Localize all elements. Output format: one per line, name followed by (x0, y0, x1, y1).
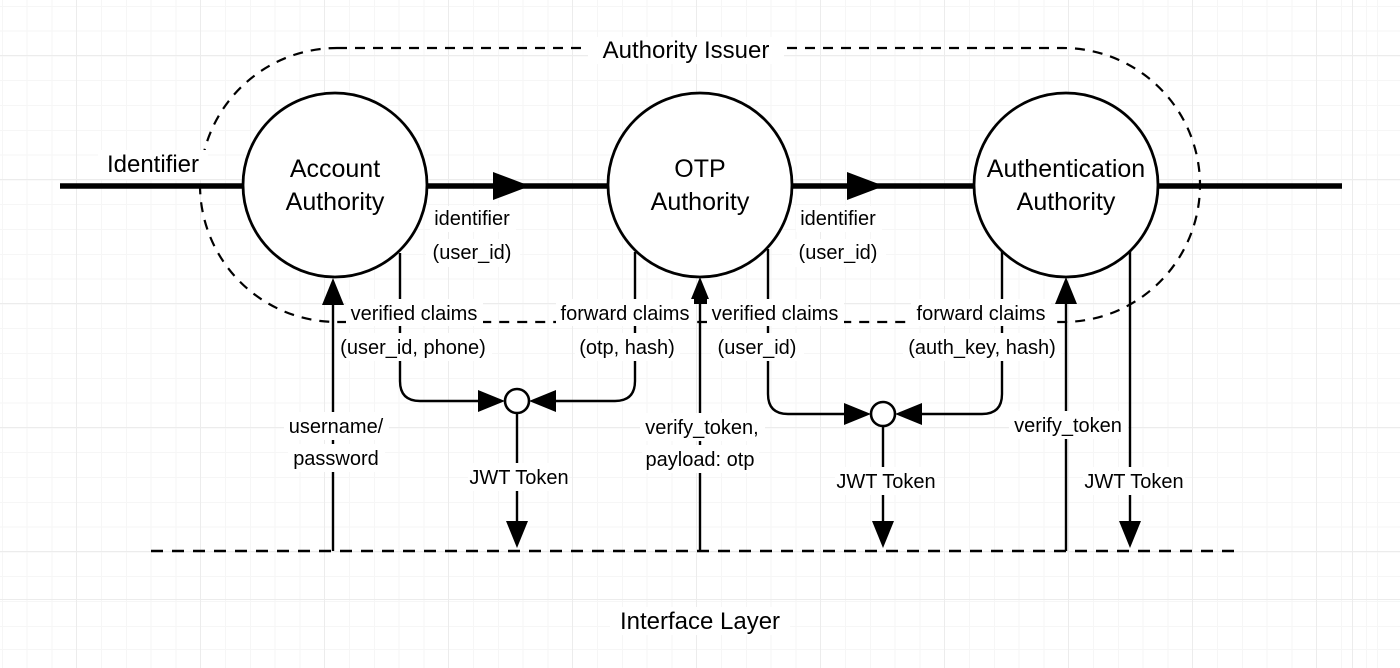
arrow-left-icon (895, 403, 922, 425)
arrow-right-icon (478, 390, 505, 412)
verified-claims-2-label-line1: verified claims (712, 303, 839, 325)
edge-forward-claims-2 (920, 251, 1004, 416)
arrow-up-icon (322, 278, 344, 305)
arrow-right-icon (844, 403, 871, 425)
verified-claims-1-label-line1: verified claims (351, 303, 478, 325)
jwt-token-1-label: JWT Token (469, 467, 568, 489)
username-password-label-line1: username/ (289, 416, 384, 438)
identifier1-label-line1: identifier (434, 208, 510, 230)
verified-claims-2-label-line2: (user_id) (718, 337, 797, 359)
authority-issuer-label: Authority Issuer (603, 37, 770, 64)
identifier1-label-line2: (user_id) (433, 242, 512, 264)
account-authority-label-line1: Account (290, 155, 380, 183)
forward-claims-2-label-line1: forward claims (917, 303, 1046, 325)
verify-token-label: verify_token (1014, 415, 1122, 437)
authentication-authority-label-line1: Authentication (987, 155, 1145, 183)
authority-nodes (241, 91, 1160, 279)
arrow-right-icon (847, 172, 884, 200)
identifier2-label-line1: identifier (800, 208, 876, 230)
node-authentication-authority (972, 91, 1160, 279)
arrow-up-icon (689, 277, 711, 304)
edge-lines (331, 249, 1132, 551)
arrow-up-icon (1055, 277, 1077, 304)
forward-claims-2-label-line2: (auth_key, hash) (908, 337, 1056, 359)
edge-forward-claims-1 (554, 252, 637, 403)
authentication-authority-label-line2: Authority (1017, 188, 1116, 216)
merge-junction-1 (503, 387, 531, 415)
identifier-input-label: Identifier (107, 151, 199, 178)
edge-verified-claims-2 (766, 249, 846, 416)
label-backgrounds (98, 37, 1185, 635)
verified-claims-1-label-line2: (user_id, phone) (340, 337, 486, 359)
arrow-left-icon (529, 390, 556, 412)
arrow-right-icon (493, 172, 530, 200)
node-account-authority (241, 91, 429, 279)
edge-verified-claims-1 (398, 253, 480, 403)
arrow-down-icon (1119, 521, 1141, 548)
forward-claims-1-label-line2: (otp, hash) (579, 337, 675, 359)
otp-authority-label-line1: OTP (674, 155, 725, 183)
identifier2-label-line2: (user_id) (799, 242, 878, 264)
verify-token-otp-label-line2: payload: otp (646, 449, 755, 471)
node-otp-authority (606, 91, 794, 279)
forward-claims-1-label-line1: forward claims (561, 303, 690, 325)
jwt-token-3-label: JWT Token (1084, 471, 1183, 493)
arrow-down-icon (872, 521, 894, 548)
jwt-token-2-label: JWT Token (836, 471, 935, 493)
username-password-label-line2: password (293, 448, 379, 470)
verify-token-otp-label-line1: verify_token, (645, 417, 758, 439)
otp-authority-label-line2: Authority (651, 188, 750, 216)
account-authority-label-line2: Authority (286, 188, 385, 216)
edge-arrowheads (322, 277, 1141, 548)
interface-layer-label: Interface Layer (620, 608, 780, 635)
arrow-down-icon (506, 521, 528, 548)
merge-junction-2 (869, 400, 897, 428)
